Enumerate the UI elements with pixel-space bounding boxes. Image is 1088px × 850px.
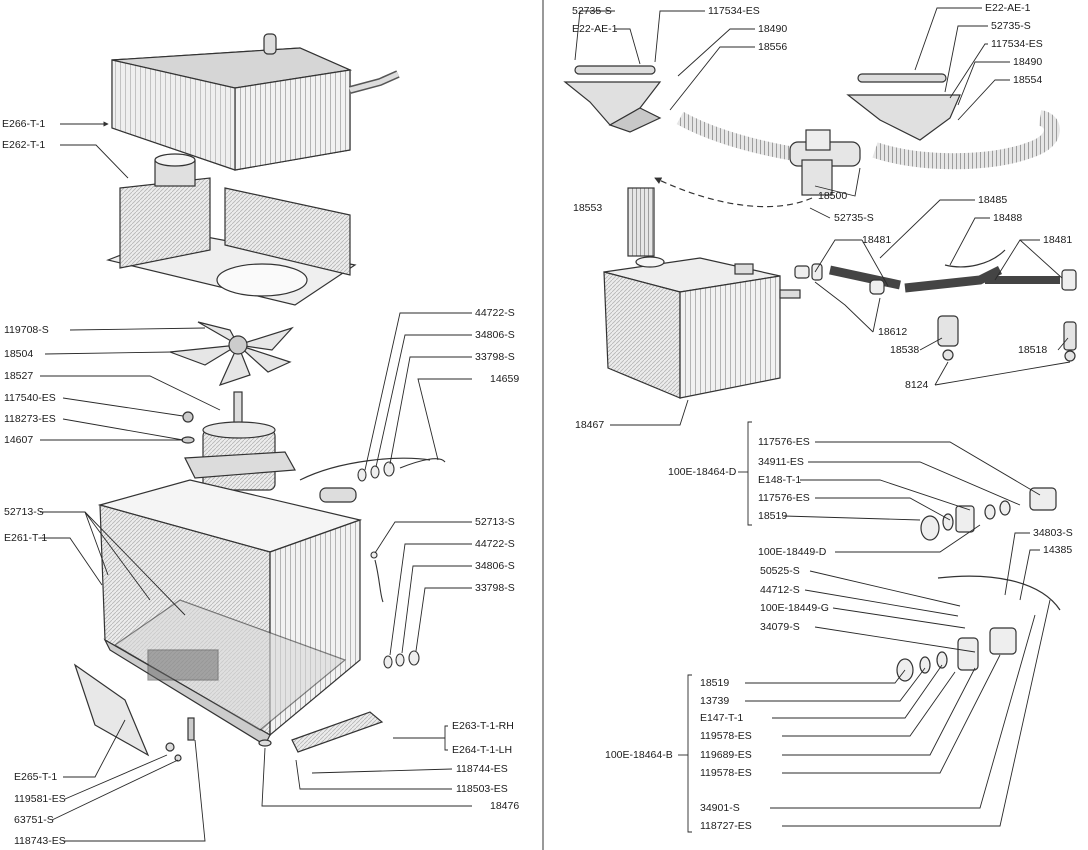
label-44722-lower: 44722-S [475,538,515,550]
label-44712: 44712-S [760,584,800,596]
flexible-hose-drawing [627,187,655,257]
label-119578-b: 119578-ES [700,767,752,779]
switch-assembly-upper-drawing [920,487,1057,541]
shroud-drawing [105,153,357,306]
washer-stack-lower [370,551,420,669]
label-e265: E265-T-1 [14,771,58,783]
label-18490-a: 18490 [758,23,788,35]
label-18490-b: 18490 [1013,56,1043,68]
left-defroster-nozzle-drawing [563,65,802,162]
label-group-18464-b: 100E-18464-B [605,749,673,761]
label-18467: 18467 [575,419,605,431]
label-18449-d: 100E-18449-D [758,546,827,558]
label-118503: 118503-ES [456,783,508,795]
label-14659: 14659 [490,373,520,385]
label-33798-lower: 33798-S [475,582,515,594]
label-63751: 63751-S [14,814,54,826]
label-118273: 118273-ES [4,413,56,425]
label-118744: 118744-ES [456,763,508,775]
label-118743: 118743-ES [14,835,66,847]
label-52735-b: 52735-S [991,20,1031,32]
valves-drawing [937,315,1077,362]
label-18449-g: 100E-18449-G [760,602,829,614]
label-33798-upper: 33798-S [475,351,515,363]
label-18504: 18504 [4,348,34,360]
label-18553: 18553 [573,202,603,214]
label-e261: E261-T-1 [4,532,48,544]
label-18519-a: 18519 [758,510,788,522]
label-18554: 18554 [1013,74,1043,86]
label-18500: 18500 [818,190,848,202]
label-118727: 118727-ES [700,820,752,832]
label-117534-a: 117534-ES [708,5,760,17]
side-plates-drawing [73,663,384,762]
tee-connector-drawing [654,129,861,208]
label-18612: 18612 [878,326,908,338]
label-52735-a: 52735-S [572,5,612,17]
label-52735-c: 52735-S [834,212,874,224]
label-e262: E262-T-1 [2,139,46,151]
label-14385: 14385 [1043,544,1073,556]
label-117576-b: 117576-ES [758,492,810,504]
label-e147: E147-T-1 [700,712,744,724]
label-e266: E266-T-1 [2,118,46,130]
label-e22-b: E22-AE-1 [985,2,1031,14]
label-117540: 117540-ES [4,392,56,404]
label-18481-a: 18481 [862,234,892,246]
label-34806-lower: 34806-S [475,560,515,572]
label-119578-a: 119578-ES [700,730,752,742]
label-18485: 18485 [978,194,1008,206]
label-18556: 18556 [758,41,788,53]
water-hoses-drawing [794,249,1077,295]
label-34806-upper: 34806-S [475,329,515,341]
label-50525: 50525-S [760,565,800,577]
label-18476: 18476 [490,800,520,812]
label-34079: 34079-S [760,621,800,633]
label-119689: 119689-ES [700,749,752,761]
label-group-18464-d: 100E-18464-D [668,466,737,478]
label-18527: 18527 [4,370,34,382]
washer-stack-upper [357,458,446,482]
heater-core-drawing [111,33,400,171]
right-defroster-nozzle-drawing [846,73,1060,170]
label-34803: 34803-S [1033,527,1073,539]
heater-case-drawing [97,457,431,746]
label-52713-left: 52713-S [4,506,44,518]
label-e22-a: E22-AE-1 [572,23,618,35]
label-44722-upper: 44722-S [475,307,515,319]
fan-motor-drawing [169,321,296,491]
label-8124: 8124 [905,379,929,391]
label-117576-a: 117576-ES [758,436,810,448]
label-52713-right: 52713-S [475,516,515,528]
heater-unit-drawing [603,256,801,399]
label-13739: 13739 [700,695,730,707]
label-18518: 18518 [1018,344,1048,356]
label-18481-b: 18481 [1043,234,1073,246]
label-117534-b: 117534-ES [991,38,1043,50]
leader-lines [40,7,1071,842]
label-119708: 119708-S [4,324,49,336]
label-e148: E148-T-1 [758,474,802,486]
label-14607: 14607 [4,434,34,446]
label-34911: 34911-ES [758,456,804,468]
label-119581: 119581-ES [14,793,66,805]
label-18519-b: 18519 [700,677,730,689]
label-e263: E263-T-1-RH [452,720,514,732]
label-18538: 18538 [890,344,920,356]
label-e264: E264-T-1-LH [452,744,513,756]
label-18488: 18488 [993,212,1023,224]
label-34901: 34901-S [700,802,740,814]
